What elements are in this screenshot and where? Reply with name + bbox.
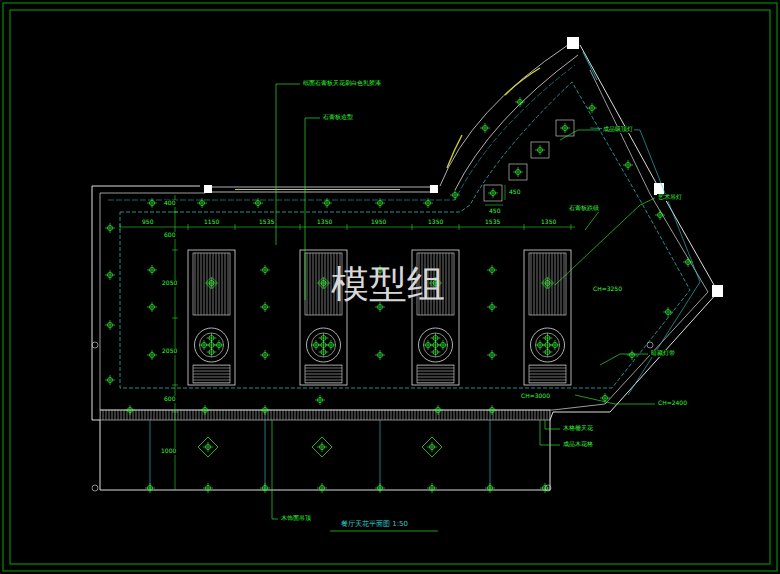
dimension: 1535 <box>484 219 501 226</box>
dimension: 1350 <box>540 219 557 226</box>
dimension: 450 <box>508 189 521 196</box>
drawing-title: 餐厅天花平面图 1:50 <box>340 521 409 529</box>
note: 石膏板跌级 <box>568 205 600 212</box>
dimension: 450 <box>488 208 501 215</box>
note: 暗藏灯带 <box>650 350 676 357</box>
ceiling-height: CH=3250 <box>592 286 623 293</box>
dimension: 1350 <box>427 219 444 226</box>
dimension: 1350 <box>316 219 333 226</box>
note: 艺术吊灯 <box>657 194 683 201</box>
dimension: 1150 <box>203 219 220 226</box>
note: 木饰面吊顶 <box>280 515 312 522</box>
dimension: 1000 <box>160 448 177 455</box>
dimension: 2050 <box>161 348 178 355</box>
note: 石膏板造型 <box>322 114 354 121</box>
dimension: 2050 <box>161 280 178 287</box>
dimension: 1950 <box>370 219 387 226</box>
watermark: 模型组 <box>330 264 446 306</box>
dimension: 600 <box>163 232 176 239</box>
note: 木格栅天花 <box>562 425 594 432</box>
note: 成品木花格 <box>562 441 594 448</box>
note: 纸面石膏板天花刷白色乳胶漆 <box>302 80 382 87</box>
ceiling-height: CH=3000 <box>520 393 551 400</box>
dimension: 950 <box>141 219 154 226</box>
note: 成品吸顶灯 <box>602 126 634 133</box>
dimension: 400 <box>163 200 176 207</box>
ceiling-height: CH=2400 <box>657 400 688 407</box>
dimension: 600 <box>163 396 176 403</box>
dimension: 1535 <box>258 219 275 226</box>
